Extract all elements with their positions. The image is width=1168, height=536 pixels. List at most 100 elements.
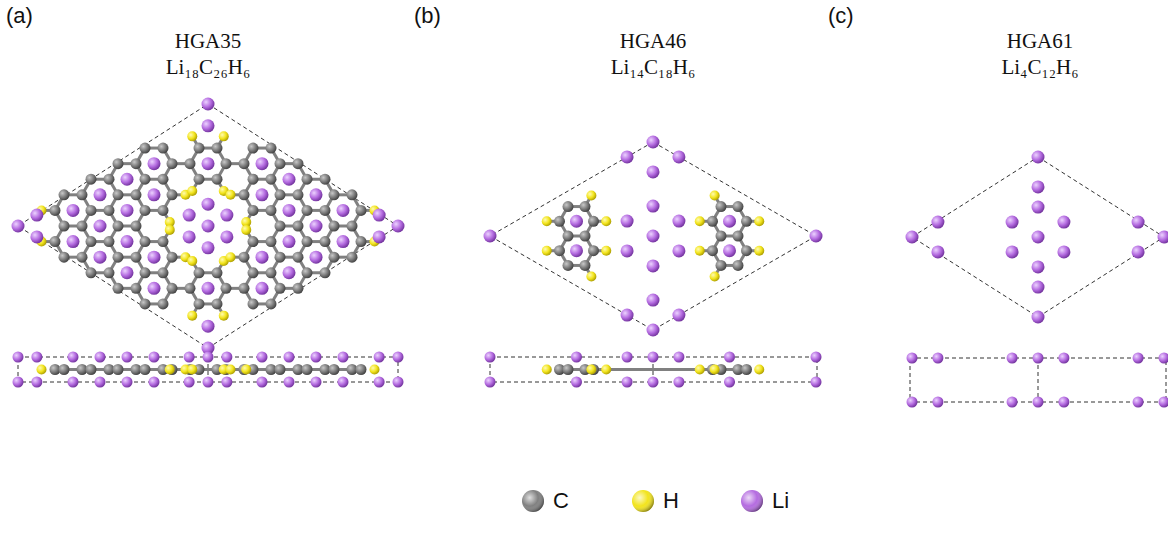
legend-swatch-box bbox=[740, 489, 764, 513]
carbon-atom bbox=[50, 236, 61, 247]
lithium-atom bbox=[672, 215, 685, 228]
hydrogen-atom bbox=[219, 311, 229, 321]
hydrogen-atom-group bbox=[542, 191, 765, 282]
hydrogen-atom bbox=[710, 191, 720, 201]
lithium-atom bbox=[310, 251, 323, 264]
carbon-atom bbox=[275, 252, 286, 263]
carbon-atom bbox=[113, 283, 124, 294]
lithium-atom-side bbox=[1033, 397, 1044, 408]
lithium-atom-side bbox=[31, 352, 42, 363]
lithium-atom bbox=[148, 157, 161, 170]
lithium-atom bbox=[121, 266, 134, 279]
legend-swatch bbox=[741, 490, 763, 512]
lithium-atom-side bbox=[932, 353, 943, 364]
carbon-atom bbox=[293, 283, 304, 294]
lithium-atom bbox=[256, 251, 269, 264]
legend-swatch-box bbox=[521, 489, 545, 513]
carbon-atom bbox=[131, 158, 142, 169]
lithium-atom-side bbox=[13, 352, 24, 363]
lithium-atom bbox=[220, 230, 233, 243]
lithium-atom-side bbox=[648, 377, 659, 388]
lithium-atom-side bbox=[393, 377, 404, 388]
carbon-atom bbox=[212, 143, 223, 154]
carbon-atom bbox=[275, 158, 286, 169]
hydrogen-atom bbox=[710, 271, 720, 281]
lithium-atom bbox=[148, 282, 161, 295]
hydrogen-atom-side bbox=[754, 365, 764, 375]
lithium-atom bbox=[672, 309, 685, 322]
lithium-atom-side bbox=[622, 377, 633, 388]
carbon-atom bbox=[320, 205, 331, 216]
carbon-atom bbox=[59, 252, 70, 263]
carbon-atom bbox=[167, 283, 178, 294]
lithium-atom-side bbox=[221, 352, 232, 363]
lithium-atom bbox=[283, 266, 296, 279]
hydrogen-atom bbox=[219, 131, 229, 141]
lithium-atom bbox=[723, 244, 736, 257]
carbon-atom bbox=[239, 252, 250, 263]
lithium-atom bbox=[283, 204, 296, 217]
carbon-atom bbox=[86, 205, 97, 216]
lithium-atom-side bbox=[149, 352, 160, 363]
carbon-atom bbox=[716, 201, 727, 212]
carbon-atom-side bbox=[329, 364, 340, 375]
lithium-atom-side bbox=[811, 377, 822, 388]
lithium-atom bbox=[1006, 216, 1019, 229]
carbon-atom-side bbox=[356, 364, 367, 375]
carbon-atom-side bbox=[563, 364, 574, 375]
lithium-atom-side bbox=[393, 352, 404, 363]
swatch-shading bbox=[522, 490, 544, 512]
lithium-atom-side bbox=[485, 377, 496, 388]
cell-divider bbox=[1038, 358, 1039, 402]
hydrogen-atom bbox=[754, 216, 764, 226]
carbon-atom bbox=[167, 252, 178, 263]
swatch-shading bbox=[741, 490, 763, 512]
panel-letter: (b) bbox=[414, 4, 441, 28]
hydrogen-atom bbox=[187, 311, 197, 321]
carbon-atom bbox=[212, 267, 223, 278]
hydrogen-atom-side-group bbox=[542, 365, 765, 375]
legend-label: Li bbox=[772, 488, 789, 514]
carbon-atom bbox=[104, 236, 115, 247]
carbon-atom bbox=[302, 205, 313, 216]
lithium-atom-side bbox=[374, 352, 385, 363]
lithium-atom-side-group bbox=[485, 352, 822, 388]
lithium-atom-side bbox=[673, 352, 684, 363]
carbon-atom bbox=[588, 245, 599, 256]
lithium-atom-side bbox=[1058, 397, 1069, 408]
carbon-atom-side bbox=[140, 364, 151, 375]
lithium-atom-side bbox=[811, 352, 822, 363]
lithium-atom-side-group bbox=[13, 352, 404, 388]
carbon-atom-side bbox=[59, 364, 70, 375]
carbon-atom bbox=[185, 158, 196, 169]
carbon-atom bbox=[140, 298, 151, 309]
carbon-atom bbox=[275, 189, 286, 200]
carbon-atom bbox=[302, 236, 313, 247]
hydrogen-atom-side bbox=[37, 365, 47, 375]
panel-letter: (c) bbox=[828, 4, 854, 28]
lithium-atom bbox=[1032, 201, 1045, 214]
carbon-atom bbox=[77, 221, 88, 232]
lithium-atom bbox=[12, 220, 25, 233]
unit-cell-outline bbox=[490, 142, 816, 330]
lithium-atom-side bbox=[203, 377, 214, 388]
side-bond bbox=[55, 368, 361, 371]
lithium-atom bbox=[1032, 231, 1045, 244]
legend-label: H bbox=[663, 488, 679, 514]
carbon-atom-side-group bbox=[50, 364, 367, 375]
carbon-atom bbox=[212, 298, 223, 309]
legend-swatch-box bbox=[631, 489, 655, 513]
carbon-atom bbox=[248, 267, 259, 278]
carbon-atom bbox=[221, 283, 232, 294]
carbon-atom-side bbox=[113, 364, 124, 375]
lithium-atom bbox=[256, 282, 269, 295]
lithium-atom-side bbox=[338, 377, 349, 388]
legend-entry: C bbox=[521, 488, 569, 514]
lithium-atom bbox=[906, 231, 919, 244]
carbon-atom bbox=[320, 174, 331, 185]
carbon-atom bbox=[716, 231, 727, 242]
carbon-atom bbox=[104, 267, 115, 278]
carbon-atom bbox=[104, 174, 115, 185]
lithium-atom-side bbox=[1159, 353, 1168, 364]
